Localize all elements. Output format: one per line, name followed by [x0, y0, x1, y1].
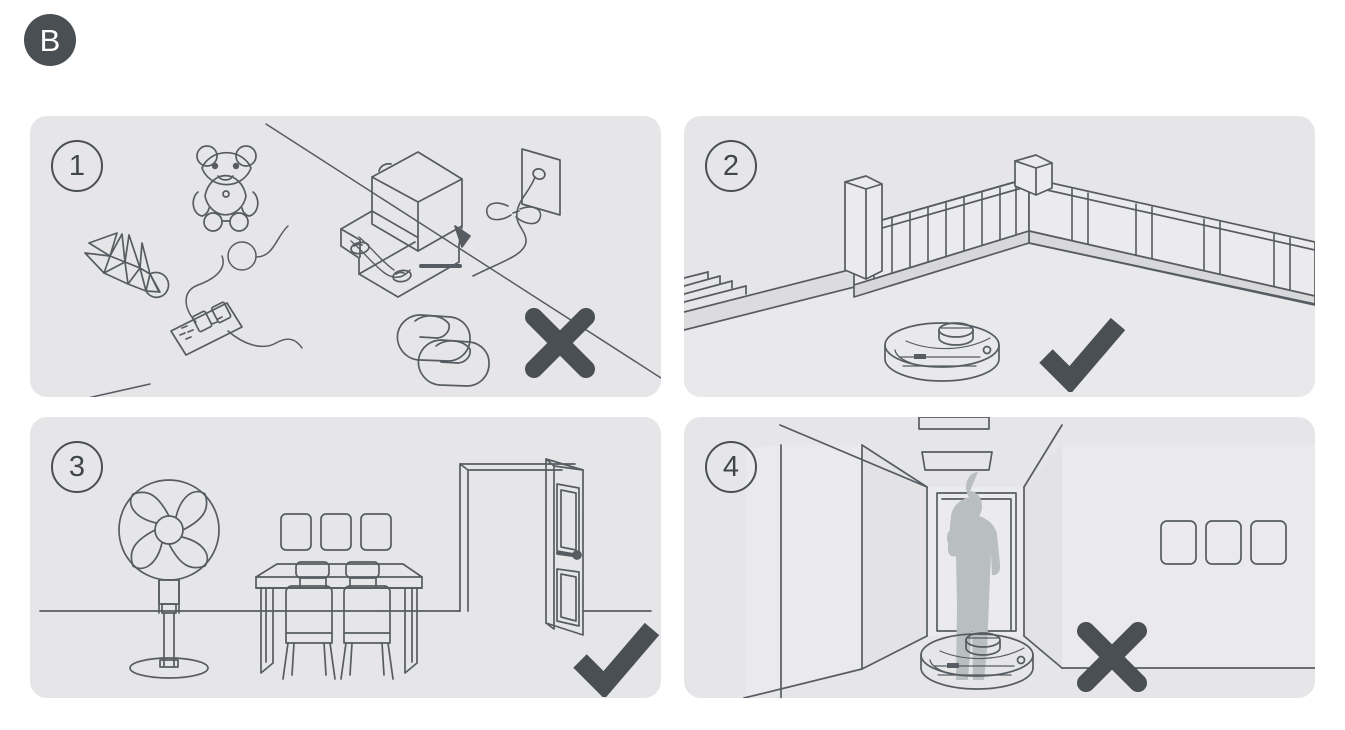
dock-station-art: [340, 151, 463, 298]
wall-outlet-art: [521, 148, 561, 216]
panel-step-4[interactable]: 4: [684, 417, 1315, 698]
teddy-bear-art: [192, 145, 259, 232]
section-badge: B: [24, 14, 76, 66]
wall-frames-art: [280, 513, 392, 551]
power-cable-art: [472, 176, 542, 277]
cross-mark-icon: [1077, 622, 1147, 692]
robot-vacuum-art: [920, 632, 1034, 690]
person-silhouette-art: [947, 472, 1001, 680]
panel-1-illustration: [84, 123, 661, 397]
step-number-3: 3: [51, 441, 103, 493]
panel-step-3[interactable]: 3: [30, 417, 661, 698]
panel-3-illustration: [39, 458, 652, 680]
panel-2-illustration: [684, 154, 1315, 397]
check-mark-icon: [1039, 317, 1126, 392]
robot-vacuum-art: [884, 322, 1000, 382]
step-number-1: 1: [51, 140, 103, 192]
shuttlecock-art: [84, 232, 170, 299]
panel-grid: 1: [30, 116, 1315, 698]
step-number-2: 2: [705, 140, 757, 192]
panel-step-2[interactable]: 2: [684, 116, 1315, 397]
power-strip-art: [170, 225, 303, 356]
check-mark-icon: [573, 622, 660, 697]
wall-frames-art: [1160, 520, 1287, 565]
slippers-art: [396, 314, 490, 387]
pedestal-fan-art: [118, 479, 220, 679]
ceiling-lights-art: [918, 417, 993, 471]
dining-table-art: [255, 561, 423, 680]
step-number-4: 4: [705, 441, 757, 493]
panel-4-illustration: [743, 417, 1315, 698]
open-door-art: [459, 458, 584, 636]
cross-mark-icon: [525, 308, 595, 378]
panel-step-1[interactable]: 1: [30, 116, 661, 397]
